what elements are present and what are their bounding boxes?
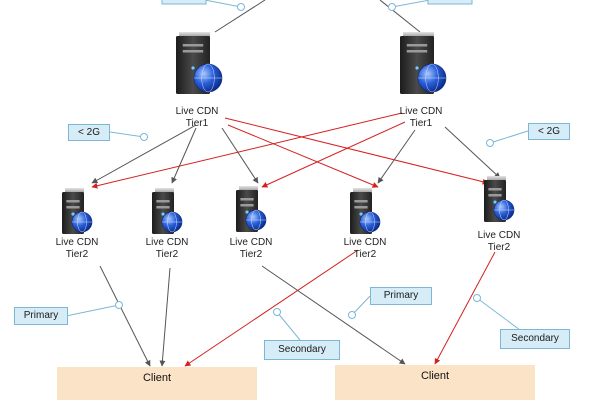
server-drive-bay [156,206,170,209]
link-t1l-t2-2 [171,127,197,184]
primary-callout-right: Primary [370,287,432,305]
leader-primary-right [351,295,371,316]
node-label-line2: Tier2 [488,242,511,253]
anchor-primary-right [348,311,356,319]
anchor-secondary-left [273,308,281,316]
leader-secondary-right [476,297,521,331]
top-callout-anchor-left [237,3,245,11]
callout-leaders [65,130,529,341]
node-label-line2: Tier1 [186,118,209,129]
top-callout-leader-left [204,0,242,8]
link-t2-1-client-left [99,265,151,367]
link-t1r-t2-4 [377,129,416,184]
server-power-led [415,66,419,70]
server-drive-bay [182,50,204,53]
leader-bandwidth-right [489,130,529,144]
link-t2-3-client-right [261,265,406,365]
bandwidth-callout-right: < 2G [528,123,570,140]
server-top [65,188,84,193]
node-label-line2: Tier2 [66,249,89,260]
node-label-line1: Live CDN [230,237,273,248]
node-label-line2: Tier1 [410,118,433,129]
client-label-right: Client [420,370,450,382]
upstream-link-left [214,0,266,33]
server-drive-bay [66,200,80,203]
link-t1r-t2-5 [444,126,501,179]
node-label-line1: Live CDN [146,237,189,248]
server-drive-bay [354,206,368,209]
link-t1r-t2-3 [261,121,406,188]
server-power-led [359,212,363,216]
server-power-led [245,210,249,214]
client-box-left: Client [57,367,257,400]
link-t2-4-client-left [184,249,359,367]
anchor-bandwidth-left [140,133,148,141]
node-label-line1: Live CDN [344,237,387,248]
link-t2-2-client-left [159,267,171,367]
server-drive-bay [488,194,502,197]
server-drive-bay [488,188,502,191]
link-t2-5-client-right [434,251,496,365]
top-callout-box-left [161,0,207,5]
server-power-led [191,66,195,70]
server-top [239,186,258,191]
server-drive-bay [182,44,204,47]
anchor-primary-left [115,301,123,309]
server-top [155,188,174,193]
server-drive-bay [156,200,170,203]
server-drive-bay [406,44,428,47]
server-top [403,32,434,37]
server-drive-bay [406,50,428,53]
top-callout-anchor-right [388,3,396,11]
node-label-line2: Tier2 [354,249,377,260]
server-top [487,176,506,181]
secondary-callout-right: Secondary [500,329,570,349]
secondary-callout-left: Secondary [264,340,340,360]
node-label-line1: Live CDN [400,106,443,117]
tier1-tier2-secondary-links [91,112,489,189]
link-t1l-t2-4 [227,124,379,188]
top-callout-box-right [427,0,473,5]
client-box-right: Client [335,365,535,400]
node-label-line2: Tier2 [156,249,179,260]
primary-callout-left: Primary [14,307,68,325]
server-drive-bay [240,198,254,201]
anchor-bandwidth-right [486,139,494,147]
top-callout-leader-right [391,0,431,8]
node-label-line2: Tier2 [240,249,263,260]
server-drive-bay [66,206,80,209]
leader-primary-left [65,304,120,317]
link-t1l-t2-5 [224,117,489,185]
server-drive-bay [240,204,254,207]
link-t1l-t2-1 [91,124,197,184]
server-drive-bay [354,200,368,203]
link-t1r-t2-1 [91,112,403,189]
tier2-client-links [99,249,496,367]
anchor-secondary-right [473,294,481,302]
bandwidth-callout-left: < 2G [68,124,110,141]
server-top [353,188,372,193]
link-t1l-t2-3 [221,127,259,184]
upstream-link-right [379,0,421,33]
server-power-led [493,200,497,204]
server-top [179,32,210,37]
node-label-line1: Live CDN [478,230,521,241]
tier1-tier2-primary-links [91,124,501,184]
server-power-led [161,212,165,216]
leader-bandwidth-left [109,131,145,138]
node-label-line1: Live CDN [56,237,99,248]
client-label-left: Client [142,372,172,384]
server-power-led [71,212,75,216]
node-label-line1: Live CDN [176,106,219,117]
leader-secondary-left [276,311,301,341]
